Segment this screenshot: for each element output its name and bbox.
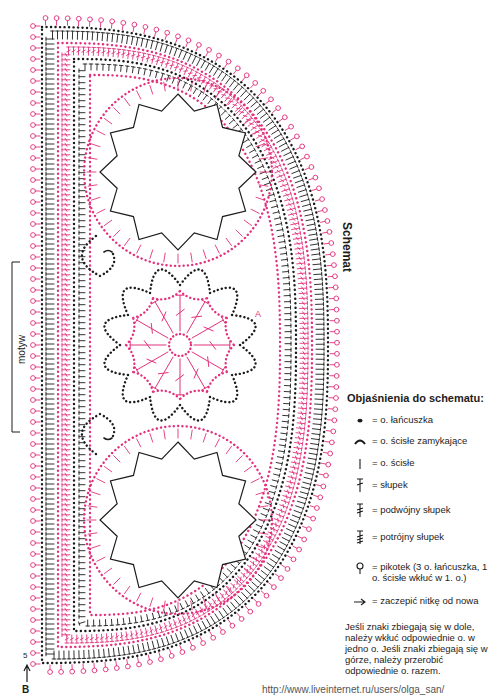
chain-row — [74, 59, 296, 631]
start-arrow — [24, 665, 30, 682]
star-opening — [100, 442, 256, 598]
chain-row — [58, 43, 312, 647]
legend-entry: = o. ścisłe zamykające — [372, 436, 492, 447]
closing-symbol — [355, 441, 365, 445]
legend-entry: = o. ścisłe — [372, 458, 492, 469]
star-chain — [84, 426, 272, 614]
point-marker: A — [254, 309, 262, 319]
legend-entry: = słupek — [372, 480, 492, 491]
watermark: http://www.liveinternet.ru/users/olga_sa… — [262, 684, 444, 696]
legend-entry: = pikotek (3 o. łańcuszka, 1 o. ścisłe w… — [372, 562, 492, 584]
motif-scallops — [104, 269, 255, 420]
motif-center — [169, 334, 191, 356]
row-number: 5 — [23, 651, 27, 660]
point-marker: B — [22, 684, 29, 696]
picot-row — [31, 16, 340, 675]
legend-entry: = zaczepić nitkę od nowa — [372, 596, 492, 607]
stitch-row — [46, 31, 324, 659]
join-symbol — [354, 599, 365, 605]
motif-petals — [126, 291, 234, 399]
chain-row — [42, 27, 328, 663]
picot-symbol — [357, 563, 363, 574]
note-text: Jeśli znaki zbiegają się w dole, należy … — [345, 622, 493, 677]
dtr-symbol — [357, 504, 363, 517]
star-opening — [100, 94, 256, 250]
chart-title: Schemat — [339, 222, 353, 272]
stitch-row — [79, 64, 291, 626]
motif-label: motyw — [16, 335, 28, 364]
joining-chain — [82, 236, 114, 276]
chain-symbol — [357, 419, 362, 423]
star-chain — [84, 78, 272, 266]
dc-symbol — [357, 479, 363, 492]
legend-symbols — [354, 419, 365, 605]
legend-entry: = potrójny słupek — [372, 532, 492, 543]
stitch-row — [62, 47, 308, 643]
legend-entry: = podwójny słupek — [372, 505, 492, 516]
star-edge-stitches — [87, 81, 269, 263]
chart-rows — [31, 16, 340, 675]
ttr-symbol — [357, 531, 363, 544]
legend-entry: = o. łańcuszka — [372, 415, 492, 426]
sc-symbol — [359, 459, 360, 469]
legend-heading: Objaśnienia do schematu: — [347, 392, 495, 405]
star-edge-stitches — [87, 429, 269, 611]
joining-chain — [82, 414, 114, 454]
closing-stitch — [104, 251, 112, 440]
motif-spokes — [130, 295, 230, 395]
chain-row — [90, 75, 280, 615]
